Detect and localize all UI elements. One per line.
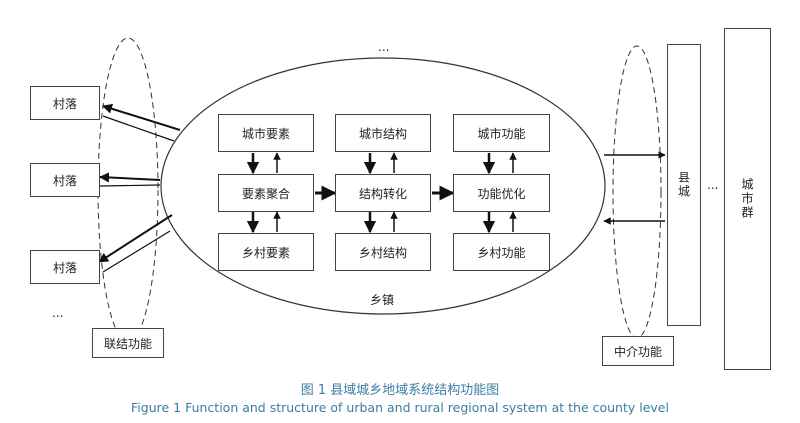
town-ellipse: [160, 57, 606, 315]
factor-aggregation-box: 要素聚合: [218, 174, 314, 212]
line-village-2-to-town: [99, 184, 161, 187]
rural-function-box: 乡村功能: [453, 233, 550, 271]
urban-function-box: 城市功能: [453, 114, 550, 152]
arrow-town-to-village-1: [102, 103, 181, 131]
urban-structure-box: 城市结构: [335, 114, 431, 152]
village-box-3: 村落: [30, 250, 100, 284]
structure-transformation-box: 结构转化: [335, 174, 431, 212]
rural-structure-box: 乡村结构: [335, 233, 431, 271]
right-ellipsis: ...: [707, 178, 719, 192]
urban-factors-box: 城市要素: [218, 114, 314, 152]
line-village-3-to-town: [102, 230, 171, 273]
rural-factors-box: 乡村要素: [218, 233, 314, 271]
line-village-1-to-town: [102, 115, 175, 142]
figure-caption-zh: 图 1 县域城乡地域系统结构功能图: [300, 383, 500, 398]
function-optimization-box: 功能优化: [453, 174, 550, 212]
figure-caption-en: Figure 1 Function and structure of urban…: [131, 400, 669, 415]
city-cluster-box: 城市群: [724, 28, 771, 370]
top-ellipsis: ...: [378, 40, 390, 54]
arrow-town-to-village-3: [98, 214, 173, 263]
more-villages-ellipsis: ...: [52, 306, 64, 320]
village-box-2: 村落: [30, 163, 100, 197]
county-city-box: 县城: [667, 44, 701, 326]
left-dashed-ellipse: [97, 37, 159, 343]
right-dashed-ellipse: [612, 45, 662, 339]
intermediary-function-label: 中介功能: [602, 336, 674, 366]
town-label: 乡镇: [370, 293, 395, 307]
arrow-town-to-village-2: [99, 172, 161, 183]
village-box-1: 村落: [30, 86, 100, 120]
linking-function-label: 联结功能: [92, 328, 164, 358]
